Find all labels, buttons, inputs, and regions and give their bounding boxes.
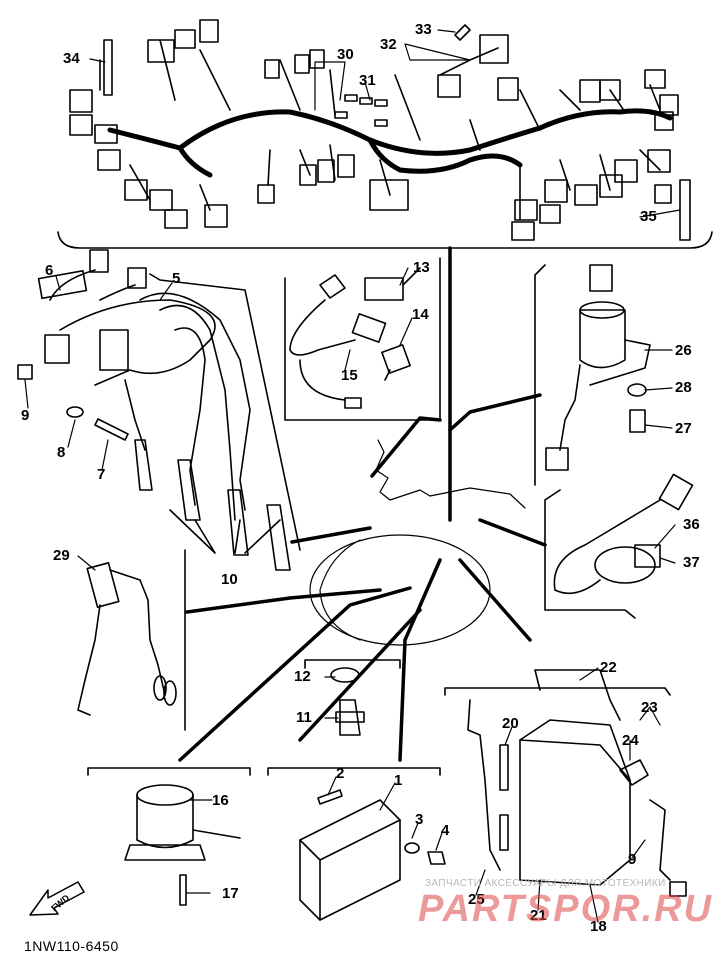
battery [467,669,687,897]
ignition-group-border [149,273,301,551]
battery-group-border [444,687,671,696]
sidestand-group-border [544,489,636,619]
fwd-arrow-icon [29,881,85,916]
sensor-11-12 [330,667,365,736]
leader-lines [24,29,681,923]
main-switch [545,264,651,471]
callout-28: 28 [675,379,692,396]
routing-lines [178,246,547,762]
callout-11: 11 [296,709,312,726]
callout-6: 6 [45,262,54,279]
watermark-logo: PARTSPOR.RU [418,888,714,930]
drawing-code: 1NW110-6450 [24,938,119,954]
cdi-unit [299,789,446,921]
callout-30: 30 [337,46,354,63]
callout-9: 9 [21,407,30,424]
callout-33: 33 [415,21,432,38]
main-switch-border [534,264,546,486]
starter-relay [124,784,241,906]
callout-12: 12 [294,668,311,685]
callout-31: 31 [359,72,376,89]
callout-35: 35 [640,208,657,225]
ignition-coils [37,249,291,571]
sensors [289,267,421,409]
harness-group-border [57,231,713,249]
callout-23: 23 [641,699,658,716]
callout-16: 16 [212,792,229,809]
plug-caps [134,439,291,571]
callout-17: 17 [222,885,239,902]
callout-24: 24 [622,732,639,749]
callout-25: 25 [468,891,485,908]
coil-hardware [17,364,129,441]
cdi-group-border [267,767,441,776]
frame-outline [309,439,526,646]
callout-21: 21 [530,907,547,924]
callout-27: 27 [675,420,692,437]
callout-20: 20 [502,715,519,732]
callout-14: 14 [412,306,429,323]
watermark-tagline: ЗАПЧАСТИ АКСЕССУАРЫ ДЛЯ МОТОТЕХНИКИ [425,878,666,889]
callout-5: 5 [172,270,181,287]
callout-8: 8 [57,444,66,461]
callout-32: 32 [380,36,397,53]
callout-22: 22 [600,659,617,676]
callout-37: 37 [683,554,700,571]
switch-group-border [284,257,441,421]
callout-34: 34 [63,50,80,67]
callout-29: 29 [53,547,70,564]
sidestand-switch [553,473,694,595]
callout-26: 26 [675,342,692,359]
callout-36: 36 [683,516,700,533]
plug-group-border [304,659,401,669]
callout-13: 13 [413,259,430,276]
callout-2: 2 [336,765,345,782]
callout-4: 4 [441,822,450,839]
callout-9-battery: 9 [628,851,637,868]
callout-1: 1 [394,772,403,789]
callout-15: 15 [341,367,358,384]
main-harness [69,19,691,241]
callout-10: 10 [221,571,238,588]
callout-3: 3 [415,811,424,828]
neutral-switch [77,562,177,716]
callout-7: 7 [97,466,106,483]
relay-group-border [87,767,251,776]
callout-18: 18 [590,918,607,935]
